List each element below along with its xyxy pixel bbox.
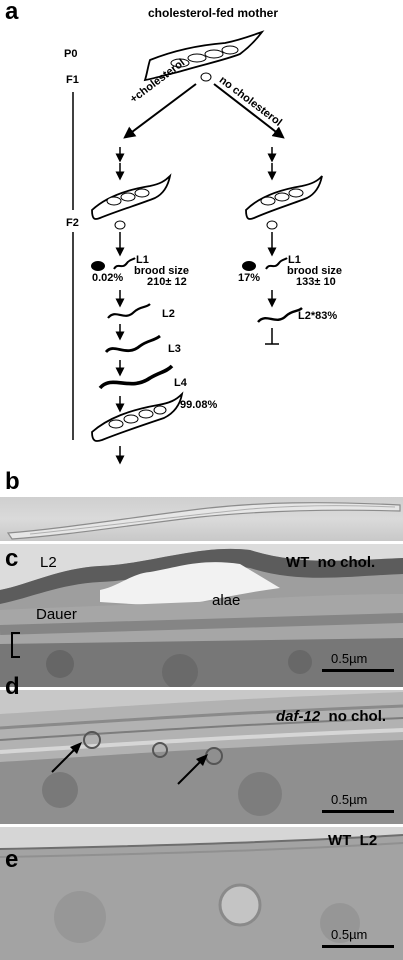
left-percent-dead: 0.02% <box>92 272 124 284</box>
left-brood-label: brood size <box>134 265 190 277</box>
arrow-no-cholesterol <box>213 83 285 139</box>
right-l2-star-larva <box>257 307 303 323</box>
panel-a-title: cholesterol-fed mother <box>148 6 279 20</box>
left-dead-egg <box>91 261 105 271</box>
left-l2-label: L2 <box>162 308 175 320</box>
mother-worm <box>143 30 265 82</box>
panel-c-label-dauer: Dauer <box>36 606 77 623</box>
left-l4-larva <box>98 364 174 390</box>
panel-c-scale-label: 0.5µm <box>331 651 368 666</box>
generation-p0: P0 <box>64 48 78 60</box>
panel-d-condition-label: daf-12 no chol. <box>276 708 386 725</box>
left-l1-label: L1 <box>136 254 149 266</box>
left-adult-percent: 99.08% <box>180 399 218 411</box>
panel-d-micrograph: 0.5µm <box>0 690 403 824</box>
panel-c-condition-label: WT no chol. <box>286 554 376 571</box>
panel-c-label-l2: L2 <box>40 554 57 571</box>
panel-b-letter: b <box>5 468 20 495</box>
generation-f2: F2 <box>66 217 79 229</box>
f1-egg <box>200 72 212 82</box>
panel-d-scalebar <box>322 810 394 813</box>
panel-e-micrograph: 0.5µm <box>0 827 403 960</box>
arrow-indicator-2-icon <box>177 754 208 785</box>
generation-f1: F1 <box>66 74 79 86</box>
left-l2-larva <box>107 303 151 319</box>
right-brood-value: 133± 10 <box>296 276 336 288</box>
panel-a-letter: a <box>5 0 19 25</box>
right-l2-star-label: L2*83% <box>298 310 338 322</box>
panel-e-condition-label: WT L2 <box>328 832 378 849</box>
left-final-adult-worm <box>91 391 184 442</box>
left-l3-larva <box>104 334 161 354</box>
left-brood-value: 210± 12 <box>147 276 187 288</box>
panel-e-scalebar <box>322 945 394 948</box>
panel-d-treatment: no chol. <box>328 708 387 725</box>
f2-left-adult-worm <box>91 173 172 220</box>
right-dead-egg <box>242 261 256 271</box>
panel-c-micrograph: L2 alae Dauer 0.5µm <box>0 544 403 687</box>
arrow-indicator-1-icon <box>51 742 82 773</box>
right-percent-dead: 17% <box>238 272 261 284</box>
arrow-plus-cholesterol <box>123 83 197 139</box>
panel-e-letter: e <box>5 846 19 873</box>
panel-d-scale-label: 0.5µm <box>331 792 368 807</box>
left-l3-label: L3 <box>168 343 181 355</box>
left-l4-label: L4 <box>174 377 187 389</box>
left-l1-larva <box>113 257 136 270</box>
right-brood-label: brood size <box>287 265 343 277</box>
f2-left-egg <box>114 220 126 230</box>
panel-d-letter: d <box>5 673 20 700</box>
dauer-bracket-icon <box>11 632 20 658</box>
panel-d-genotype: daf-12 <box>276 708 321 725</box>
panel-c-label-alae: alae <box>212 592 241 609</box>
lineage-diagram <box>72 30 323 465</box>
panel-c-letter: c <box>5 545 19 572</box>
right-l1-larva <box>265 257 288 270</box>
right-l1-label: L1 <box>288 254 301 266</box>
micrograph-worm <box>6 502 401 540</box>
panel-c-scalebar <box>322 669 394 672</box>
f2-right-egg <box>266 220 278 230</box>
panel-b-worm-image <box>0 497 403 541</box>
panel-e-scale-label: 0.5µm <box>331 927 368 942</box>
f2-right-adult-worm <box>245 175 323 220</box>
